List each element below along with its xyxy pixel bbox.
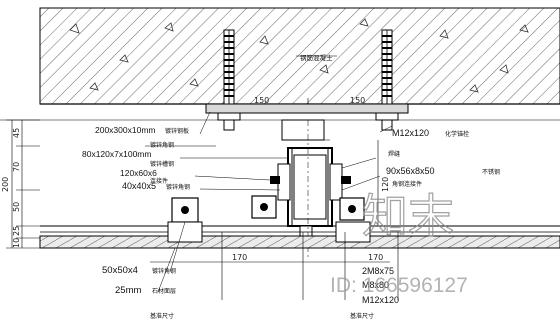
base-plate-note: 镀锌钢板 [165, 127, 189, 135]
plate-120-label: 120x60x6 [120, 168, 157, 178]
bracket-mid [251, 195, 277, 219]
angle-note: 镀锌角钢 [150, 141, 174, 149]
section-90-note: 不锈钢 [482, 168, 500, 176]
section-90-label: 90x56x8x50 [386, 166, 435, 176]
vert-dim-25: 25 [12, 226, 21, 236]
watermark: 知末 ID: 166596127 [330, 188, 468, 297]
vert-dim-50: 50 [12, 202, 21, 212]
channel-note: 镀锌槽钢 [150, 160, 174, 168]
stone-panel [39, 235, 560, 249]
right-annotations: M12x120 化学锚栓 焊缝 90x56x8x50 不锈钢 角钢连接件 2M8… [350, 128, 500, 320]
bracket-right [335, 197, 371, 243]
vert-dim-70: 70 [12, 162, 21, 172]
concrete-aggregate-marks [69, 18, 529, 93]
vert-dim-45: 45 [12, 128, 21, 138]
dim-150-right: 150 [350, 96, 365, 105]
leader-lines [145, 111, 393, 293]
angle-40-label: 40x40x5 [122, 181, 156, 191]
watermark-id: ID: 166596127 [330, 274, 468, 297]
bolt-m8b-label: M8x80 [362, 280, 389, 290]
concrete-slab-note: 钢筋混凝土 [300, 53, 333, 62]
dimension-120: 120 [377, 140, 390, 226]
bracket-left [167, 197, 203, 243]
bolt-m8-label: 2M8x75 [362, 266, 394, 276]
stone-25-label: 25mm [115, 285, 141, 296]
base-plate-label: 200x300x10mm [95, 125, 155, 135]
channel-assembly [270, 119, 351, 260]
dim-120: 120 [381, 177, 390, 192]
plate-120-note: 连接件 [150, 177, 168, 185]
left-vertical-dimensions: 200 45 70 50 25 10 [1, 119, 40, 249]
bolt-m12-label: M12x120 [362, 295, 399, 305]
base-plate [205, 103, 409, 131]
watermark-site-logo: 知末 [362, 189, 454, 243]
dim-170-right: 170 [368, 253, 383, 262]
horizontal-rail [40, 225, 560, 233]
dim-170-left: 170 [232, 253, 247, 262]
bottom-dimensions: 170 170 [150, 253, 390, 263]
bottom-left-note: 基准尺寸 [150, 312, 174, 320]
anchor-bolt-note: 化学锚栓 [445, 130, 469, 138]
vert-dim-10: 10 [12, 238, 21, 248]
bottom-right-note: 基准尺寸 [350, 312, 374, 320]
anchor-bolt-right [381, 29, 393, 109]
anchor-bolt-left [223, 29, 235, 109]
dim-150-left: 150 [254, 96, 269, 105]
anchor-bolt-label: M12x120 [392, 128, 429, 138]
angle-50-label: 50x50x4 [102, 265, 138, 276]
vert-dim-200: 200 [1, 177, 10, 192]
weld-note: 焊缝 [388, 150, 400, 158]
angle-50-note: 镀锌角钢 [152, 267, 176, 275]
left-annotations: 200x300x10mm 镀锌钢板 镀锌角钢 80x120x7x100mm 镀锌… [82, 125, 190, 320]
section-90-note2: 角钢连接件 [392, 180, 422, 188]
angle-40-note: 镀锌角钢 [166, 183, 190, 191]
stone-25-note: 石材面层 [152, 287, 176, 295]
channel-label: 80x120x7x100mm [82, 149, 151, 159]
